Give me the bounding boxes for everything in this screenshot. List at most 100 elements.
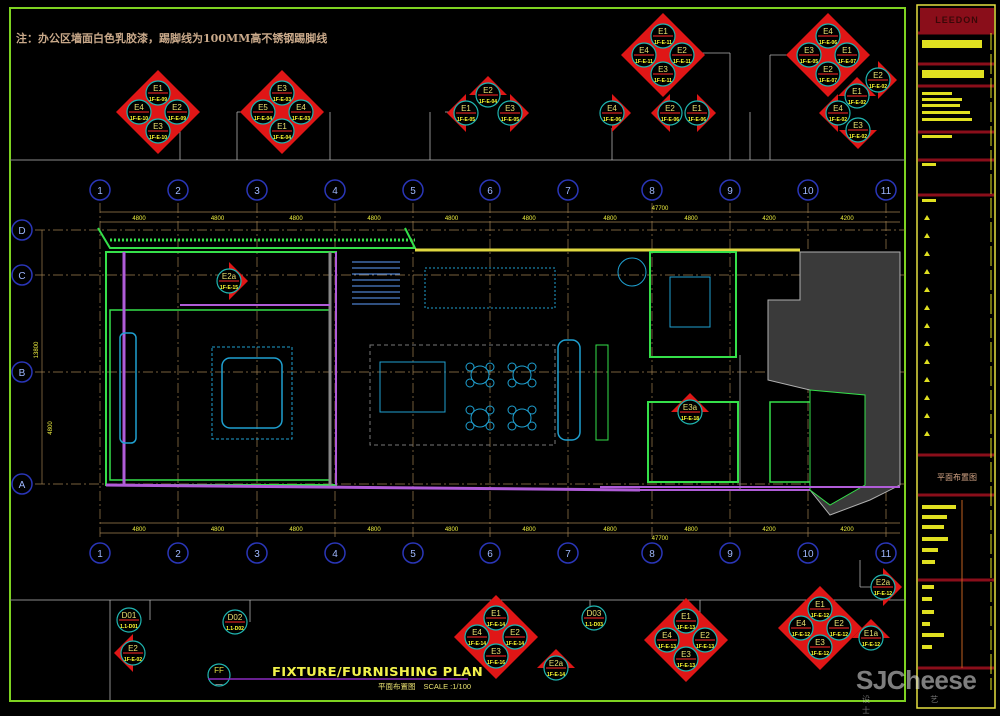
title-block-text-bar [922, 70, 984, 78]
elevation-diamond-icon [644, 598, 728, 682]
chair [465, 378, 475, 388]
tag-ref: 1F-E-11 [635, 59, 653, 65]
grid-column-label: 7 [565, 549, 571, 560]
tag-ref: 1F-E-12 [792, 632, 810, 638]
tag-id: E3 [804, 46, 814, 55]
revision-triangle-icon [924, 287, 930, 292]
tag-id: D03 [587, 609, 602, 618]
elevation-diamond-icon [116, 70, 200, 154]
dimension-label: 4200 [762, 216, 776, 222]
grid-bubble-column [557, 542, 579, 564]
title-block-text-bar [922, 98, 962, 101]
grid-column-label: 4 [332, 549, 338, 560]
title-block-text-bar [922, 622, 930, 626]
tag-ref: 1.1-D03 [585, 622, 603, 628]
title-block-rows [918, 30, 994, 690]
revision-triangle-icon [924, 413, 930, 418]
elevation-diamond-icon [786, 13, 870, 97]
tag-id: D01 [122, 611, 137, 620]
grid-bubble-column [167, 179, 189, 201]
dimension-label: 4200 [840, 527, 854, 533]
tag-id: E3 [491, 647, 501, 656]
grid-column-label: 5 [410, 186, 416, 197]
grid-bubble-row [11, 219, 33, 241]
title-block-text-bar [922, 118, 972, 121]
chair [465, 405, 475, 415]
tag-id: E2a [222, 272, 237, 281]
tag-ref: 1F-E-12 [811, 651, 829, 657]
grid-bubble-column [89, 179, 111, 201]
round-table [470, 365, 490, 385]
chair [485, 421, 495, 431]
tag-id: E4 [833, 104, 843, 113]
grid-column-label: 2 [175, 549, 181, 560]
round-table [470, 408, 490, 428]
tag-ref: 1.1-D02 [226, 626, 244, 632]
title-block-text-bar [922, 111, 970, 114]
dimension-label: 4800 [367, 216, 381, 222]
chair [527, 405, 537, 415]
tag-id: E2 [172, 103, 182, 112]
title-block-text-bar [922, 40, 982, 48]
grid-bubble-column [246, 179, 268, 201]
tag-id: E1 [277, 122, 287, 131]
tag-ref: 1F-E-07 [819, 78, 837, 84]
grid-column-label: 11 [881, 549, 892, 560]
tag-ref: 1F-E-02 [869, 84, 887, 90]
title-block-text-bar [922, 515, 947, 519]
tag-id: E2 [483, 86, 493, 95]
tag-id: E1a [864, 629, 879, 638]
tag-ref: 1F-E-11 [673, 59, 691, 65]
dimension-label: 4800 [132, 527, 146, 533]
title-block-text-bar [922, 199, 936, 202]
grid-column-label: 7 [565, 186, 571, 197]
tag-id: E1 [658, 27, 668, 36]
tag-id: E2a [876, 578, 891, 587]
dimension-label: 4200 [762, 527, 776, 533]
revision-triangle-icon [924, 233, 930, 238]
tag-ref: 1F-E-05 [457, 117, 475, 123]
tag-ref: 1F-E-10 [149, 135, 167, 141]
grid-bubble-column [402, 542, 424, 564]
tag-ref: 1F-E-14 [547, 672, 565, 678]
tag-ref: 1F-E-07 [838, 59, 856, 65]
dimension-label: 4200 [840, 216, 854, 222]
watermark-sub: 设 艺 士 [862, 695, 939, 715]
grid-bubble-column [479, 542, 501, 564]
tag-id: E1 [153, 84, 163, 93]
title-block-text-bar [922, 585, 934, 589]
tag-ref: 1F-E-04 [479, 99, 497, 105]
title-block-text-bar [922, 645, 932, 649]
plan-title: FIXTURE/FURNISHING PLAN [272, 664, 484, 679]
grid-row-label: A [19, 480, 26, 491]
ff-tag-top: FF [214, 666, 224, 675]
grid-bubble-column [719, 179, 741, 201]
tag-id: E1 [461, 104, 471, 113]
title-block-text-bar [922, 537, 948, 541]
chair [527, 421, 537, 431]
revision-triangle-icon [924, 341, 930, 346]
tag-ref: 1F-E-12 [830, 632, 848, 638]
tag-ref: 1F-E-04 [273, 135, 291, 141]
tag-ref: 1F-E-15 [220, 285, 238, 291]
dimension-label: 4800 [289, 216, 303, 222]
plan-scale: SCALE :1/100 [423, 682, 472, 691]
tag-id: E3 [658, 65, 668, 74]
revision-triangle-icon [924, 323, 930, 328]
grid-bubble-column [719, 542, 741, 564]
round-table [512, 365, 532, 385]
drawing-frame [9, 4, 996, 709]
grid-bubble-column [875, 542, 897, 564]
grid-bubble-column [167, 542, 189, 564]
tag-id: E4 [823, 27, 833, 36]
revision-triangle-icon [924, 269, 930, 274]
round-table [512, 408, 532, 428]
dimension-label: 4800 [684, 527, 698, 533]
grid-bubble-column [797, 179, 819, 201]
elevation-callouts: E11F-E-09E41F-E-10E21F-E-09E31F-E-10E31F… [109, 13, 902, 700]
grid-column-label: 8 [649, 186, 655, 197]
revision-triangle-icon [924, 215, 930, 220]
tag-ref: 1F-E-12 [862, 642, 880, 648]
revision-triangle-icon [924, 377, 930, 382]
tag-id: E1 [681, 612, 691, 621]
